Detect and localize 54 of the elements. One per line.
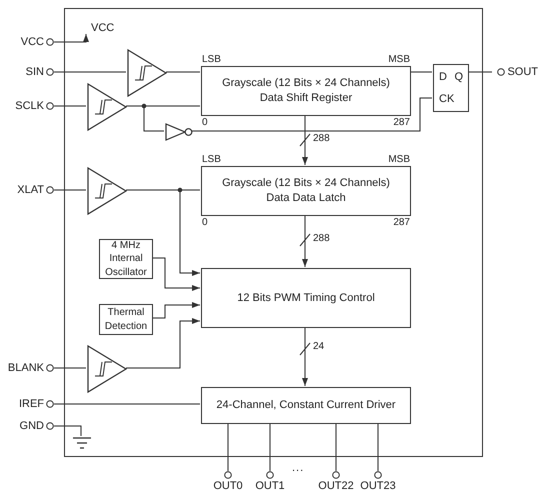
chip-outline: [64, 8, 483, 457]
bit-position-label: MSB: [388, 55, 410, 65]
arrow: [152, 258, 200, 291]
schmitt-buffer-symbol: [127, 49, 167, 97]
pin-label: IREF: [18, 398, 44, 410]
bit-position-label: 287: [393, 118, 410, 128]
signal-line: [54, 426, 82, 436]
pin-label: OUT22: [318, 481, 354, 492]
pin-label: SIN: [26, 66, 44, 78]
block-label: Thermal Detection: [104, 306, 148, 333]
schmitt-buffer-symbol: [87, 167, 127, 215]
bit-position-label: 0: [202, 118, 208, 128]
port-label: Q: [454, 72, 463, 83]
arrow: [302, 326, 308, 386]
bit-position-label: LSB: [202, 55, 221, 65]
pin-label: VCC: [20, 36, 44, 48]
flip-flop-box: [433, 64, 469, 112]
function-box: [99, 304, 153, 335]
register-block: [201, 387, 411, 424]
block-label: 4 MHz Internal Oscillator: [104, 238, 148, 280]
pin-label: GND: [20, 420, 44, 432]
pin-label: OUT0: [213, 481, 243, 492]
bit-position-label: 0: [202, 218, 208, 228]
pin-label: OUT1: [255, 481, 285, 492]
arrow: [302, 214, 308, 268]
block-label: 12 Bits PWM Timing Control: [236, 290, 376, 306]
port-label: D: [439, 72, 447, 83]
bit-position-label: LSB: [202, 155, 221, 165]
bus-width-label: 24: [312, 342, 326, 352]
pin-label: OUT23: [360, 481, 396, 492]
schmitt-buffer-symbol: [87, 83, 127, 131]
pin-label: SCLK: [15, 100, 44, 112]
pin-label: BLANK: [8, 362, 44, 374]
signal-line: [192, 98, 432, 132]
block-label: Grayscale (12 Bits × 24 Channels) Data Data Latch: [221, 176, 391, 206]
schmitt-buffer-symbol: [87, 345, 127, 393]
bit-position-label: 287: [393, 218, 410, 228]
port-label: CK: [439, 94, 454, 105]
arrow: [152, 302, 200, 318]
arrow: [126, 318, 200, 368]
bus-width-label: 288: [312, 134, 331, 144]
pin-label: SOUT: [507, 66, 538, 78]
bit-position-label: MSB: [388, 155, 410, 165]
ellipsis-label: ...: [292, 462, 304, 474]
register-block: [201, 268, 411, 328]
ground-symbol: [73, 437, 91, 449]
pin-label: XLAT: [17, 184, 44, 196]
inverter-symbol: [165, 123, 193, 141]
bus-width-label: 288: [312, 234, 331, 244]
supply-label: VCC: [81, 21, 115, 35]
block-label: 24-Channel, Constant Current Driver: [215, 398, 397, 413]
arrow: [302, 114, 308, 166]
block-label: Grayscale (12 Bits × 24 Channels) Data Shift Register: [221, 76, 391, 106]
arrow: [54, 34, 89, 42]
